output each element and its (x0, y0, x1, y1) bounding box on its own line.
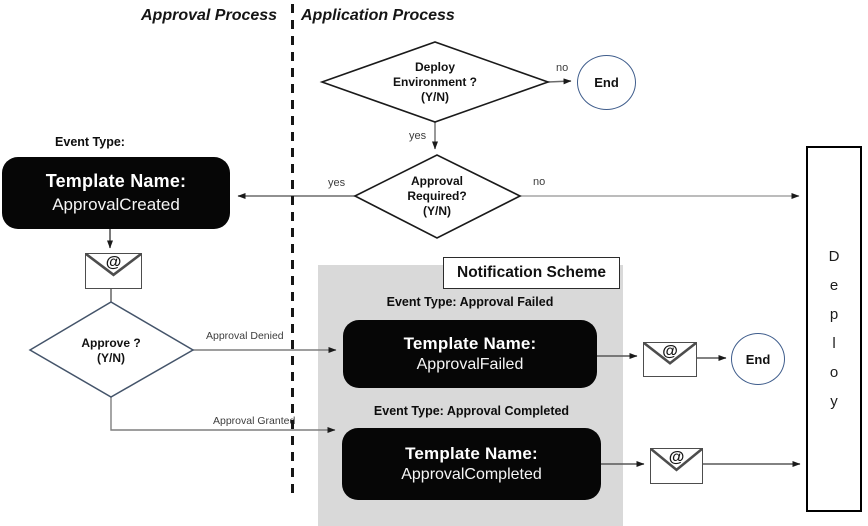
template-completed-title: Template Name: (405, 443, 538, 463)
deploy-environment-diamond-label: Deploy Environment ? (Y/N) (392, 60, 477, 104)
edge-label-no-right: no (533, 176, 546, 188)
approval-process-lane-label: Approval Process (141, 7, 278, 24)
email-envelope-icon: @ (643, 342, 697, 377)
edge-label-approval-denied: Approval Denied (206, 330, 284, 342)
edge-label-yes-left: yes (328, 177, 346, 189)
envelope-flap-icon (651, 449, 702, 483)
edge-label-yes-top: yes (409, 130, 427, 142)
at-sign-icon: @ (662, 343, 678, 360)
notification-scheme-title-box: Notification Scheme (443, 257, 620, 289)
template-created-title: Template Name: (45, 171, 187, 192)
template-approval-created-node: Template Name: ApprovalCreated (2, 157, 230, 229)
edge-deployenv-to-end (547, 78, 572, 85)
deploy-letter: o (829, 364, 839, 381)
application-process-lane-label: Application Process (301, 7, 455, 24)
event-type-created-label: Event Type: (55, 135, 125, 149)
email-envelope-icon: @ (650, 448, 703, 484)
approval-required-diamond-label: Approval Required? (Y/N) (407, 174, 467, 218)
template-failed-name: ApprovalFailed (416, 355, 524, 373)
template-completed-name: ApprovalCompleted (401, 465, 542, 483)
end-node-top: End (577, 55, 636, 110)
template-approval-failed-node: Template Name: ApprovalFailed (343, 320, 597, 388)
end-node-top-label: End (594, 75, 619, 90)
deploy-letter: p (829, 306, 839, 323)
deploy-letter: y (830, 393, 838, 410)
end-node-failed: End (731, 333, 785, 385)
event-type-completed-label: Event Type: Approval Completed (373, 404, 570, 418)
template-approval-completed-node: Template Name: ApprovalCompleted (342, 428, 601, 500)
end-node-failed-label: End (745, 351, 771, 367)
template-failed-title: Template Name: (403, 333, 537, 353)
envelope-flap-icon (86, 254, 141, 288)
edge-label-approval-granted: Approval Granted (213, 415, 296, 427)
envelope-flap-icon (644, 343, 696, 376)
edge-label-no-top: no (556, 62, 569, 74)
at-sign-icon: @ (668, 449, 685, 466)
email-envelope-icon: @ (85, 253, 142, 289)
deploy-node: D e p l o y (806, 146, 862, 512)
template-created-name: ApprovalCreated (52, 194, 180, 214)
deploy-letter: l (832, 335, 836, 352)
event-type-failed-label: Event Type: Approval Failed (386, 295, 554, 309)
deploy-letter: D (828, 248, 840, 265)
approve-diamond-label: Approve ? (Y/N) (81, 336, 141, 365)
at-sign-icon: @ (105, 254, 122, 271)
deploy-letter: e (829, 277, 839, 294)
notification-scheme-title: Notification Scheme (457, 264, 606, 281)
lane-separator-dashed-line (291, 4, 294, 498)
